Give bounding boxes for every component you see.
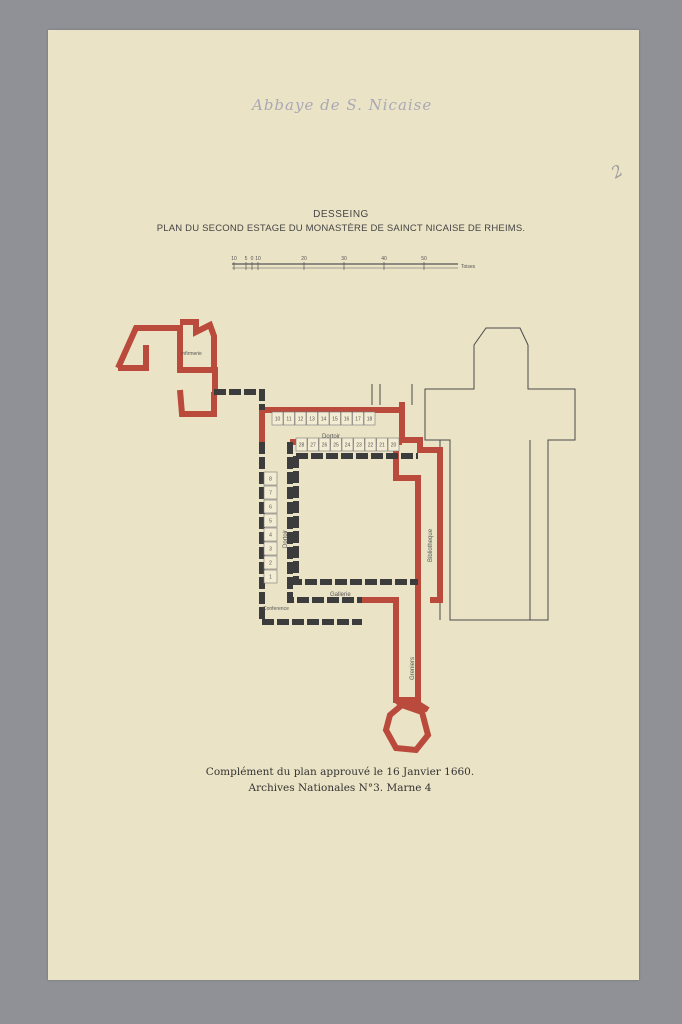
dortoir-cell-number: 15 [332, 417, 338, 423]
dortoir-top-cells: 10 11 12 13 14 15 16 17 18 [271, 411, 376, 426]
church-outline [424, 327, 576, 621]
dortoir-cell-number: 24 [345, 443, 351, 449]
title-block: DESSEING PLAN DU SECOND ESTAGE DU MONAST… [100, 209, 582, 234]
caption-line-1: Complément du plan approuvé le 16 Janvie… [205, 766, 475, 778]
scale-tick-label: 50 [421, 256, 427, 262]
handwritten-note: Abbaye de S. Nicaise [252, 96, 433, 114]
dortoir-cell [263, 499, 278, 514]
scale-bar-unit: Toises [461, 264, 476, 270]
dortoir-cell-number: 4 [269, 533, 272, 539]
dortoir-cell [263, 485, 278, 500]
dortoir-cell-number: 13 [309, 417, 315, 423]
dortoir-cell-number: 18 [367, 417, 373, 423]
new-walls [115, 319, 443, 754]
dortoir-mid-cells: 28 27 26 25 24 23 22 21 20 [295, 437, 400, 452]
dortoir-left-cells: 8 7 6 5 4 3 2 1 [263, 471, 278, 584]
label-bibliotheque: Bibliotheque [428, 528, 434, 562]
title-line-1: DESSEING [313, 209, 369, 220]
dortoir-cell-number: 10 [275, 417, 281, 423]
dortoir-cell [353, 437, 365, 452]
dortoir-cell [363, 411, 376, 426]
scale-tick-label: 30 [341, 256, 347, 262]
dortoir-cell [263, 471, 278, 486]
label-greniers: Greniers [410, 657, 416, 680]
dortoir-cell [263, 555, 278, 570]
dortoir-cell [352, 411, 364, 426]
dortoir-cell-number: 21 [379, 443, 385, 449]
scale-tick-label: 5 [245, 256, 248, 262]
dortoir-cell [317, 411, 330, 426]
caption: Complément du plan approuvé le 16 Janvie… [140, 764, 540, 796]
dortoir-cell-number: 1 [269, 575, 272, 581]
dortoir-cell [340, 411, 353, 426]
dortoir-cell-number: 11 [286, 417, 291, 423]
dortoir-cell [364, 437, 377, 452]
document-sheet [48, 30, 639, 980]
dortoir-cell [376, 437, 388, 452]
dortoir-cell [329, 411, 341, 426]
scale-tick-label: 0 [251, 256, 254, 262]
dortoir-cell-number: 6 [269, 505, 272, 511]
dortoir-cell-number: 7 [269, 491, 272, 497]
dortoir-cell [318, 437, 331, 452]
dortoir-cell-number: 27 [310, 443, 316, 449]
dortoir-cell [283, 411, 295, 426]
label-gallerie: Gallerie [330, 592, 351, 598]
dortoir-cell [263, 527, 278, 542]
dortoir-cell [271, 411, 284, 426]
scale-tick-label: 20 [301, 256, 307, 262]
dortoir-cell-number: 17 [355, 417, 361, 423]
dortoir-cell [307, 437, 319, 452]
dortoir-cell [295, 437, 308, 452]
dortoir-cell [294, 411, 307, 426]
scale-tick-label: 40 [381, 256, 387, 262]
dortoir-cell-number: 12 [298, 417, 304, 423]
dortoir-cell-number: 23 [356, 443, 362, 449]
scale-tick-label: 10 [255, 256, 261, 262]
dortoir-cell [263, 513, 278, 528]
scale-tick-label: 10 [231, 256, 237, 262]
dortoir-cell-number: 2 [269, 561, 272, 567]
dortoir-cell-number: 26 [322, 443, 328, 449]
dortoir-cell-number: 22 [368, 443, 374, 449]
dortoir-cell-number: 5 [269, 519, 272, 525]
caption-line-2: Archives Nationales N°3. Marne 4 [248, 782, 432, 794]
label-dortoir-left: Dortoir [283, 530, 289, 548]
old-walls [214, 389, 418, 625]
label-dortoir-top: Dortoir [322, 434, 340, 440]
dortoir-cell-number: 16 [344, 417, 350, 423]
dortoir-cell [263, 569, 278, 584]
dortoir-cell-number: 8 [269, 477, 272, 483]
dortoir-cell [330, 437, 342, 452]
dortoir-cell [387, 437, 400, 452]
title-line-2: PLAN DU SECOND ESTAGE DU MONASTÈRE DE SA… [156, 223, 526, 234]
dortoir-cell-number: 28 [299, 443, 305, 449]
label-infirmerie: Infirmerie [181, 351, 202, 357]
dortoir-cell [306, 411, 318, 426]
dortoir-cell-number: 3 [269, 547, 272, 553]
dortoir-cell-number: 14 [321, 417, 327, 423]
dortoir-cell-number: 20 [391, 443, 397, 449]
dortoir-cell [341, 437, 354, 452]
label-conference: Conference [263, 606, 289, 612]
dortoir-cell [263, 541, 278, 556]
dortoir-cell-number: 25 [333, 443, 339, 449]
